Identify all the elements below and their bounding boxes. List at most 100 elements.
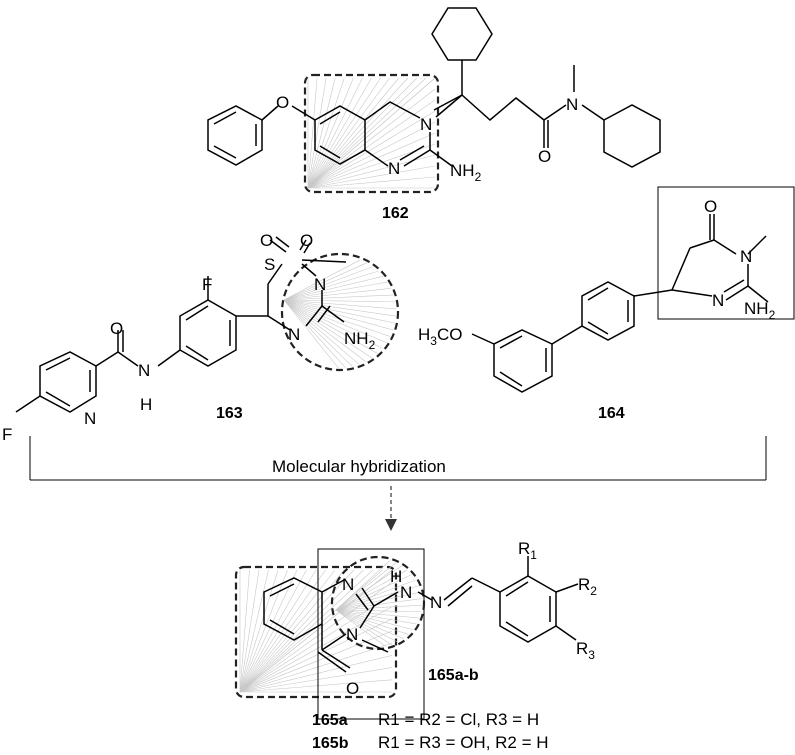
compound-164-label: 164 [598, 405, 625, 422]
hatch-line [283, 299, 396, 310]
atom-N-162c: N [566, 95, 578, 114]
highlight-circle-165 [330, 555, 426, 651]
hatch-line [335, 609, 420, 619]
atom-H3CO-164: H3CO [418, 325, 462, 348]
highlight-box-164 [657, 186, 795, 320]
hatch-line [239, 569, 288, 693]
hatch-line [307, 110, 436, 189]
atom-N-162a: N [420, 115, 432, 134]
hatch-line [307, 77, 363, 189]
hatch-line [335, 569, 408, 611]
hatch-line [239, 642, 393, 693]
atom-NH2-164: NH2 [744, 299, 776, 322]
hatch-line [283, 299, 395, 324]
compound-162-label: 162 [382, 205, 409, 222]
atom-S-163: S [264, 255, 275, 274]
hatch-line [239, 569, 260, 693]
atom-F-163b: F [2, 425, 12, 444]
hatch-line [239, 569, 393, 693]
hatch-line [283, 259, 361, 301]
atom-NH-amide: N [138, 361, 150, 380]
hatch-line [283, 299, 396, 303]
hatch-line [283, 299, 339, 369]
hatch-line [239, 569, 345, 693]
atom-N-165a: N [342, 575, 354, 594]
hatch-line [307, 77, 381, 189]
hatch-line [335, 609, 417, 625]
hatch-line [335, 585, 419, 611]
atom-R2: R2 [578, 575, 597, 598]
hatch-line [239, 679, 393, 693]
variant-b-definition: R1 = R3 = OH, R2 = H [378, 733, 549, 752]
atom-O-162: O [276, 93, 289, 112]
hatch-line [335, 591, 421, 611]
compound-163-label: 163 [216, 405, 243, 422]
hatch-line [307, 77, 399, 189]
hatch-line [239, 618, 393, 693]
arrow-label: Molecular hybridization [272, 457, 446, 476]
hatch-line [307, 77, 372, 189]
hatch-line [239, 606, 393, 693]
atom-NH2-162: NH2 [450, 161, 482, 184]
atom-O-164: O [704, 197, 717, 216]
hatch-line [283, 288, 391, 301]
hatch-line [335, 562, 397, 611]
hatch-line [335, 604, 422, 611]
hatch-line [335, 560, 390, 611]
hatch-line [283, 299, 396, 317]
hatch-line [335, 574, 412, 611]
compound-163: S O O N N NH2 F N H O N F 163 [2, 231, 400, 444]
compound-162: O N N NH2 N O 162 [207, 7, 661, 222]
hatch-line [335, 609, 393, 646]
hatch-line [307, 77, 336, 189]
hatch-line [307, 77, 354, 189]
hatch-line [239, 569, 364, 693]
hatch-line [307, 77, 327, 189]
hatch-line [307, 165, 436, 189]
atom-N-165d: N [430, 593, 442, 612]
highlight-circle-163 [280, 252, 400, 372]
hatch-line [283, 299, 378, 354]
highlight-rect-165 [317, 548, 425, 720]
hatch-line [239, 667, 393, 693]
atom-O-165: O [346, 679, 359, 698]
variant-b-name: 165b [312, 735, 349, 752]
hatch-line [335, 609, 399, 643]
atom-NH-165: H [390, 567, 402, 586]
hatch-line [307, 77, 409, 189]
atom-N-163c: N [84, 409, 96, 428]
hatch-line [239, 655, 393, 693]
hatch-line [335, 609, 414, 630]
hatch-line [335, 609, 409, 635]
atom-R3: R3 [576, 639, 595, 662]
hatch-line [239, 569, 355, 693]
hatch-line [335, 579, 416, 611]
atom-H-amide: H [140, 395, 152, 414]
atom-N-164a: N [740, 247, 752, 266]
atom-N-164b: N [712, 291, 724, 310]
hatch-line [283, 299, 360, 365]
hatch-line [239, 630, 393, 693]
hatch-line [283, 262, 367, 301]
hybridization-arrow: Molecular hybridization [29, 436, 767, 531]
hatch-line [239, 569, 298, 693]
atom-N-163a: N [314, 275, 326, 294]
variant-a-name: 165a [312, 712, 348, 729]
atom-NH2-163: NH2 [344, 329, 376, 352]
hatch-line [283, 276, 384, 301]
atom-O-162b: O [538, 147, 551, 166]
hatch-line [283, 299, 387, 344]
hatch-line [239, 569, 250, 693]
hatch-line [307, 132, 436, 189]
variant-a-definition: R1 = R2 = Cl, R3 = H [378, 710, 539, 729]
hatch-line [307, 88, 436, 189]
highlight-box-165 [234, 565, 398, 699]
hatch-line [239, 569, 326, 693]
highlight-box-162 [303, 73, 440, 194]
hatch-line [239, 569, 269, 693]
hatch-line [283, 299, 367, 362]
atom-N-162b: N [388, 159, 400, 178]
atom-N-163b: N [288, 325, 300, 344]
hatch-line [335, 609, 404, 640]
